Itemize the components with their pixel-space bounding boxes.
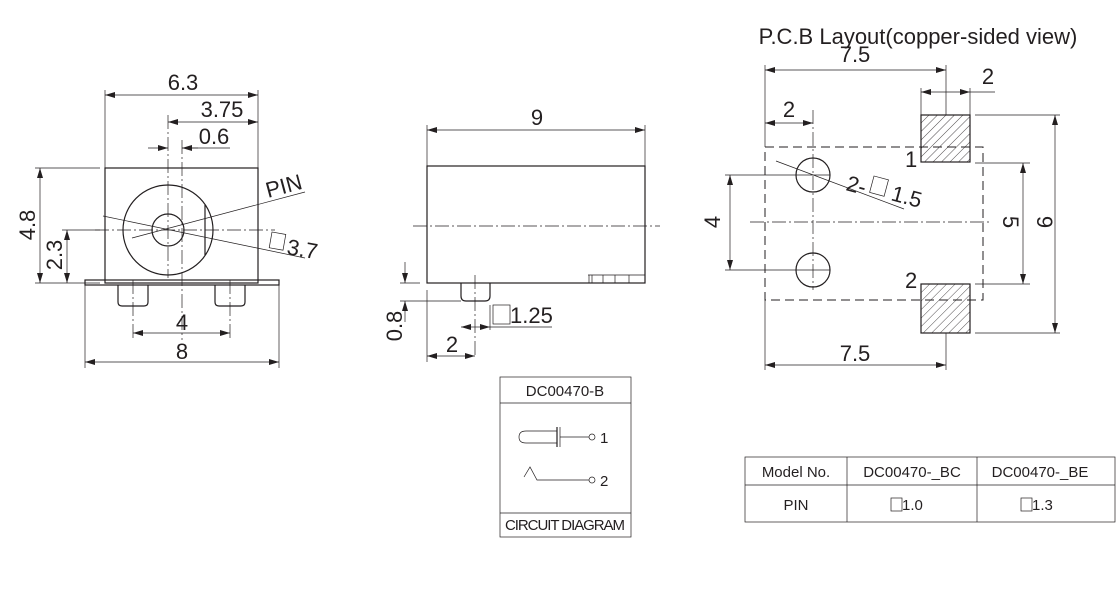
dim-center-offset: 3.75 xyxy=(201,97,244,122)
pcb-title: P.C.B Layout(copper-sided view) xyxy=(759,24,1078,49)
dim-pin-size: 1.25 xyxy=(510,303,553,328)
table-row-label: PIN xyxy=(783,497,808,514)
circuit-title: DC00470-B xyxy=(526,383,604,400)
dim-pad-width: 2 xyxy=(982,64,994,89)
circuit-pin2: 2 xyxy=(600,473,608,490)
square-symbol-icon xyxy=(890,497,903,512)
square-symbol-icon xyxy=(492,304,511,325)
switch-symbol-icon xyxy=(523,466,589,481)
dim-hole: 3.7 xyxy=(285,234,319,264)
side-view: 9 0.8 2 1.25 xyxy=(382,105,660,362)
pad2-label: 2 xyxy=(905,268,917,293)
dim-hole-spacing: 4 xyxy=(700,216,725,228)
dim-width: 6.3 xyxy=(168,70,199,95)
pad-2 xyxy=(920,283,971,334)
dim-hole-offset: 2 xyxy=(783,97,795,122)
jack-body-front xyxy=(104,167,259,284)
dim-length: 9 xyxy=(531,105,543,130)
pin-label: PIN xyxy=(263,169,305,203)
table-header-bc: DC00470-_BC xyxy=(863,464,961,481)
model-table: Model No. DC00470-_BC DC00470-_BE PIN 1.… xyxy=(744,456,1116,523)
circuit-footer: CIRCUIT DIAGRAM xyxy=(505,517,625,534)
square-symbol-icon xyxy=(869,175,889,197)
circuit-pin1: 1 xyxy=(600,430,608,447)
pad-1 xyxy=(920,114,971,163)
dim-pin-position: 2 xyxy=(446,332,458,357)
dim-hole-size: 1.5 xyxy=(889,181,925,213)
jack-body-side xyxy=(426,165,646,284)
dim-pin-height: 0.8 xyxy=(382,311,407,342)
circuit-diagram: DC00470-B 1 2 CIRCUIT DIAGRAM xyxy=(499,376,632,538)
dim-pin-offset: 0.6 xyxy=(199,124,230,149)
table-value-bc: 1.0 xyxy=(902,497,923,514)
plug-symbol-icon xyxy=(518,430,557,444)
dim-pin-spacing: 4 xyxy=(176,310,188,335)
dim-overall: 9 xyxy=(1032,216,1057,228)
table-header-be: DC00470-_BE xyxy=(992,464,1089,481)
square-symbol-icon xyxy=(268,231,287,251)
dim-height: 4.8 xyxy=(15,210,40,241)
dim-hole-count: 2- xyxy=(844,171,869,200)
table-header-model: Model No. xyxy=(762,464,830,481)
side-pin xyxy=(460,283,491,302)
dim-top: 7.5 xyxy=(840,42,871,67)
square-symbol-icon xyxy=(1020,497,1033,512)
dim-center-height: 2.3 xyxy=(42,240,67,271)
table-value-be: 1.3 xyxy=(1032,497,1053,514)
front-view: 6.3 3.75 0.6 4.8 2.3 4 8 PIN 3.7 xyxy=(15,70,320,368)
footprint-outline xyxy=(764,146,984,301)
dim-pad-spacing: 5 xyxy=(998,216,1023,228)
dim-bottom: 7.5 xyxy=(840,341,871,366)
pcb-layout: P.C.B Layout(copper-sided view) 7.5 2 2 xyxy=(700,24,1077,370)
dim-base-width: 8 xyxy=(176,339,188,364)
pad1-label: 1 xyxy=(905,147,917,172)
